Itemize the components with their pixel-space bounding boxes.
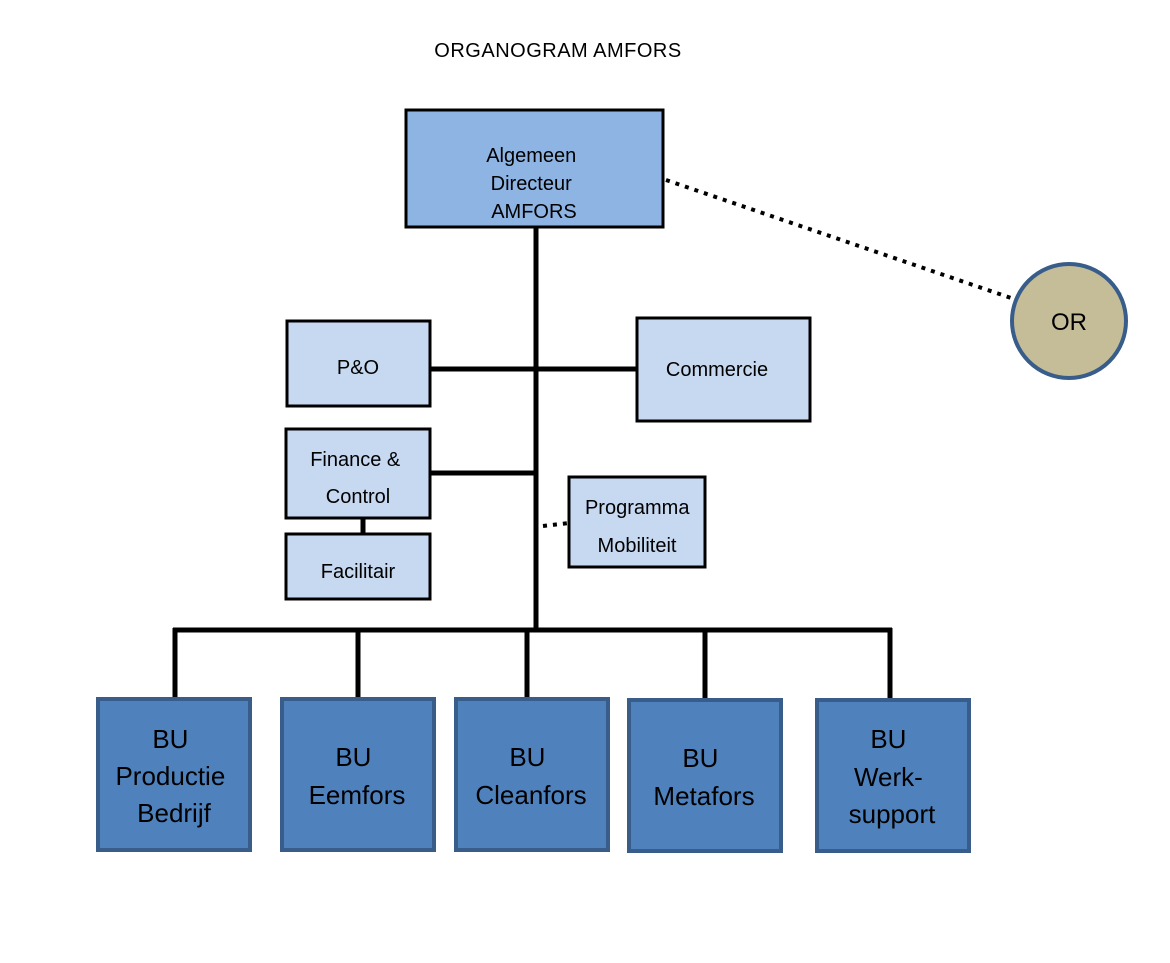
- dotted-connectors: [542, 178, 1015, 528]
- bu-metafors-box[interactable]: BU Metafors: [627, 698, 783, 853]
- director-box[interactable]: Algemeen Directeur AMFORS: [404, 108, 665, 229]
- po-box[interactable]: P&O: [285, 319, 432, 408]
- finance-label: Finance & Control: [310, 449, 406, 508]
- programma-box[interactable]: Programma Mobiliteit: [567, 475, 707, 569]
- director-or-dotted-line: [665, 178, 1015, 301]
- connectors: [172, 228, 893, 698]
- programma-label: Programma Mobiliteit: [585, 497, 695, 557]
- or-node[interactable]: OR: [1010, 262, 1128, 380]
- programma-dotted-line: [542, 521, 570, 528]
- diagram-title: ORGANOGRAM AMFORS: [434, 40, 681, 62]
- bu-productie-label: BU Productie Bedrijf: [115, 724, 232, 828]
- commercie-box[interactable]: Commercie: [635, 316, 812, 423]
- commercie-label: Commercie: [666, 359, 768, 381]
- bu-cleanfors-box[interactable]: BU Cleanfors: [454, 697, 610, 852]
- facilitair-box[interactable]: Facilitair: [284, 532, 432, 601]
- bu-cleanfors-label: BU Cleanfors: [475, 742, 586, 810]
- bu-werksupport-label: BU Werk- support: [849, 724, 936, 829]
- bu-productie-box[interactable]: BU Productie Bedrijf: [96, 697, 252, 852]
- bu-eemfors-box[interactable]: BU Eemfors: [280, 697, 436, 852]
- bu-metafors-label: BU Metafors: [653, 743, 754, 811]
- po-label: P&O: [337, 357, 379, 379]
- or-label: OR: [1051, 309, 1087, 336]
- bu-eemfors-label: BU Eemfors: [309, 742, 406, 810]
- finance-box[interactable]: Finance & Control: [284, 427, 432, 520]
- director-label: Algemeen Directeur AMFORS: [486, 145, 582, 223]
- bu-werksupport-box[interactable]: BU Werk- support: [815, 698, 971, 853]
- facilitair-label: Facilitair: [321, 561, 396, 583]
